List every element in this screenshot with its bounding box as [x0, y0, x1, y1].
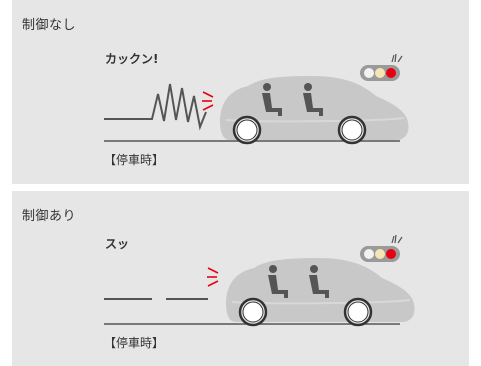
panel-without-control: 制御なし カックン! — [12, 0, 469, 184]
panel-label: 制御あり — [22, 209, 77, 224]
passenger-icon — [262, 83, 282, 116]
passenger-icon — [303, 83, 323, 116]
sound-effect-text: スッ — [105, 237, 130, 251]
traffic-light-icon — [360, 65, 400, 81]
passenger-icon — [268, 265, 288, 298]
stop-scene-jerky — [104, 53, 409, 145]
panel-with-control: 制御あり スッ — [12, 191, 469, 366]
caption: 【停車時】 — [104, 336, 165, 350]
car-icon — [226, 258, 415, 327]
jerk-speed-line — [104, 83, 207, 131]
stop-scene-smooth — [104, 234, 415, 327]
sound-effect-text: カックン! — [105, 52, 159, 66]
jolt-lines-icon — [207, 267, 219, 287]
car-icon — [220, 76, 409, 145]
panel-label: 制御なし — [22, 18, 77, 33]
caption: 【停車時】 — [104, 153, 165, 167]
jolt-lines-icon — [202, 91, 214, 111]
signal-lines-icon — [391, 234, 403, 244]
signal-lines-icon — [391, 53, 403, 63]
traffic-light-icon — [360, 246, 400, 262]
passenger-icon — [309, 265, 329, 298]
